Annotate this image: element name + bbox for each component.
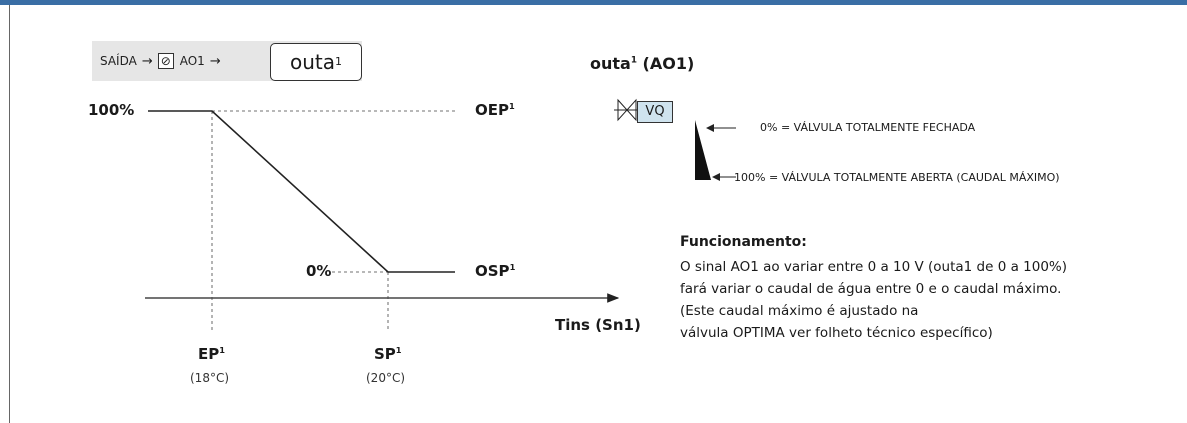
breadcrumb-item: AO1 — [179, 54, 205, 68]
valve-label: VQ — [637, 101, 673, 123]
knob-icon: ⊘ — [157, 53, 174, 69]
wedge-icon — [695, 120, 711, 180]
x-axis-label: Tins (Sn1) — [555, 316, 641, 334]
arrow-bottom-icon — [712, 173, 736, 181]
param-name: outa — [289, 50, 335, 74]
ep-value: (18°C) — [190, 371, 230, 385]
breadcrumb-menu: SAÍDA — [100, 54, 137, 68]
legend-bottom: 100% = VÁLVULA TOTALMENTE ABERTA (CAUDAL… — [734, 171, 1060, 184]
y-level-0: 0% — [306, 262, 332, 280]
oep-label: OEP1 — [475, 101, 515, 119]
arrow-right-icon: → — [141, 53, 153, 69]
ep-label: EP1 — [198, 345, 225, 363]
funcionamento-line: válvula OPTIMA ver folheto técnico espec… — [680, 325, 993, 341]
arrow-top-icon — [706, 124, 736, 132]
top-rule — [0, 0, 1187, 5]
sp-value: (20°C) — [366, 371, 406, 385]
info-title: outa1 (AO1) — [590, 54, 695, 73]
legend-top: 0% = VÁLVULA TOTALMENTE FECHADA — [760, 121, 976, 134]
funcionamento-line: (Este caudal máximo é ajustado na — [680, 303, 919, 319]
arrow-right-icon: → — [209, 53, 221, 69]
sp-label: SP1 — [374, 345, 402, 363]
valve-icon — [614, 98, 640, 122]
y-level-100: 100% — [88, 101, 135, 119]
osp-label: OSP1 — [475, 262, 516, 280]
funcionamento-line: fará variar o caudal de água entre 0 e o… — [680, 281, 1062, 297]
funcionamento-title: Funcionamento: — [680, 234, 807, 250]
left-rule — [9, 5, 10, 423]
funcionamento-line: O sinal AO1 ao variar entre 0 a 10 V (ou… — [680, 259, 1068, 275]
series-line — [148, 110, 455, 273]
